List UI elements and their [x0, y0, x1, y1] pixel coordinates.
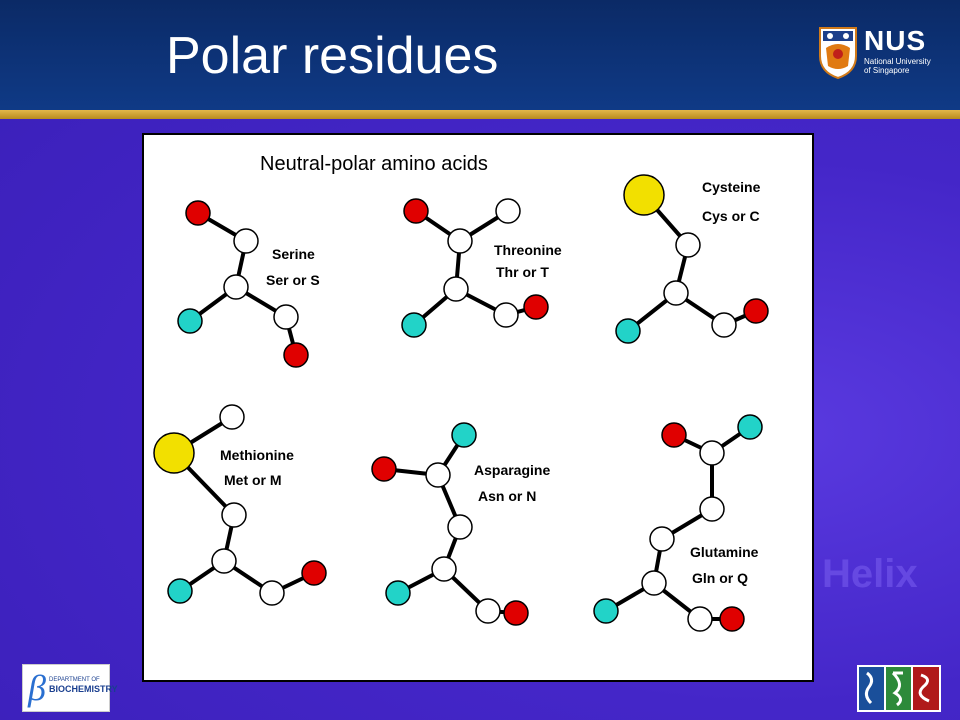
oxygen-atom: [503, 600, 529, 626]
nitrogen-atom: [167, 578, 193, 604]
molecule-name: Glutamine: [690, 544, 759, 560]
nus-crest-icon: [819, 27, 857, 80]
nitrogen-atom: [385, 580, 411, 606]
carbon-atom: [699, 440, 725, 466]
nitrogen-atom: [615, 318, 641, 344]
nitrogen-atom: [737, 414, 763, 440]
molecule-name: Serine: [272, 246, 315, 262]
nus-subtitle-line1: National University: [864, 57, 931, 66]
oxygen-atom: [523, 294, 549, 320]
background-watermark: Helix: [822, 552, 918, 596]
institute-logo: [857, 665, 941, 712]
nitrogen-atom: [401, 312, 427, 338]
carbon-atom: [675, 232, 701, 258]
carbon-atom: [219, 404, 245, 430]
molecule-diagram: Neutral-polar amino acids Serine Ser or …: [153, 153, 769, 632]
title-bar: [0, 0, 960, 110]
molecule-name: Methionine: [220, 447, 294, 463]
oxygen-atom: [371, 456, 397, 482]
carbon-atom: [431, 556, 457, 582]
nitrogen-atom: [593, 598, 619, 624]
title-bar-stripe: [0, 110, 960, 119]
biochemistry-department-logo: β DEPARTMENT OF BIOCHEMISTRY: [22, 664, 118, 712]
oxygen-atom: [283, 342, 309, 368]
molecule-code: Met or M: [224, 472, 282, 488]
nitrogen-atom: [177, 308, 203, 334]
molecule-code: Asn or N: [478, 488, 536, 504]
molecule-code: Thr or T: [496, 264, 549, 280]
carbon-atom: [641, 570, 667, 596]
nus-subtitle-line2: of Singapore: [864, 66, 910, 75]
figure-heading: Neutral-polar amino acids: [260, 153, 488, 175]
carbon-atom: [223, 274, 249, 300]
carbon-atom: [447, 228, 473, 254]
molecule-name: Cysteine: [702, 179, 761, 195]
oxygen-atom: [719, 606, 745, 632]
carbon-atom: [259, 580, 285, 606]
molecule-serine: Serine Ser or S: [177, 200, 320, 368]
sulfur-atom: [153, 432, 195, 474]
carbon-atom: [711, 312, 737, 338]
oxygen-atom: [403, 198, 429, 224]
molecule-threonine: Threonine Thr or T: [401, 198, 562, 338]
beta-icon: β: [28, 668, 46, 708]
nus-wordmark: NUS: [864, 25, 927, 56]
carbon-atom: [493, 302, 519, 328]
molecule-methionine: Methionine Met or M: [153, 404, 327, 606]
molecule-code: Ser or S: [266, 272, 320, 288]
carbon-atom: [447, 514, 473, 540]
molecule-code: Gln or Q: [692, 570, 748, 586]
nus-subtitle: National University of Singapore: [864, 57, 944, 75]
molecule-code: Cys or C: [702, 208, 760, 224]
carbon-atom: [475, 598, 501, 624]
nitrogen-atom: [451, 422, 477, 448]
slide-title: Polar residues: [166, 27, 499, 85]
molecule-cysteine: Cysteine Cys or C: [615, 174, 769, 344]
carbon-atom: [663, 280, 689, 306]
carbon-atom: [687, 606, 713, 632]
carbon-atom: [443, 276, 469, 302]
biochem-logo-line1: DEPARTMENT OF: [49, 677, 100, 683]
biochem-logo-line2: BIOCHEMISTRY: [49, 684, 118, 694]
sulfur-atom: [623, 174, 665, 216]
carbon-atom: [699, 496, 725, 522]
molecule-glutamine: Glutamine Gln or Q: [593, 414, 763, 632]
molecule-asparagine: Asparagine Asn or N: [371, 422, 550, 626]
amino-acid-figure: Neutral-polar amino acids Serine Ser or …: [142, 133, 814, 682]
oxygen-atom: [185, 200, 211, 226]
molecule-name: Threonine: [494, 242, 562, 258]
nus-logo: NUS National University of Singapore: [818, 26, 942, 82]
oxygen-atom: [301, 560, 327, 586]
oxygen-atom: [661, 422, 687, 448]
carbon-atom: [425, 462, 451, 488]
institute-logo-icon: [859, 667, 939, 710]
oxygen-atom: [743, 298, 769, 324]
carbon-atom: [273, 304, 299, 330]
carbon-atom: [233, 228, 259, 254]
carbon-atom: [211, 548, 237, 574]
carbon-atom: [649, 526, 675, 552]
carbon-atom: [221, 502, 247, 528]
carbon-atom: [495, 198, 521, 224]
molecule-name: Asparagine: [474, 462, 550, 478]
